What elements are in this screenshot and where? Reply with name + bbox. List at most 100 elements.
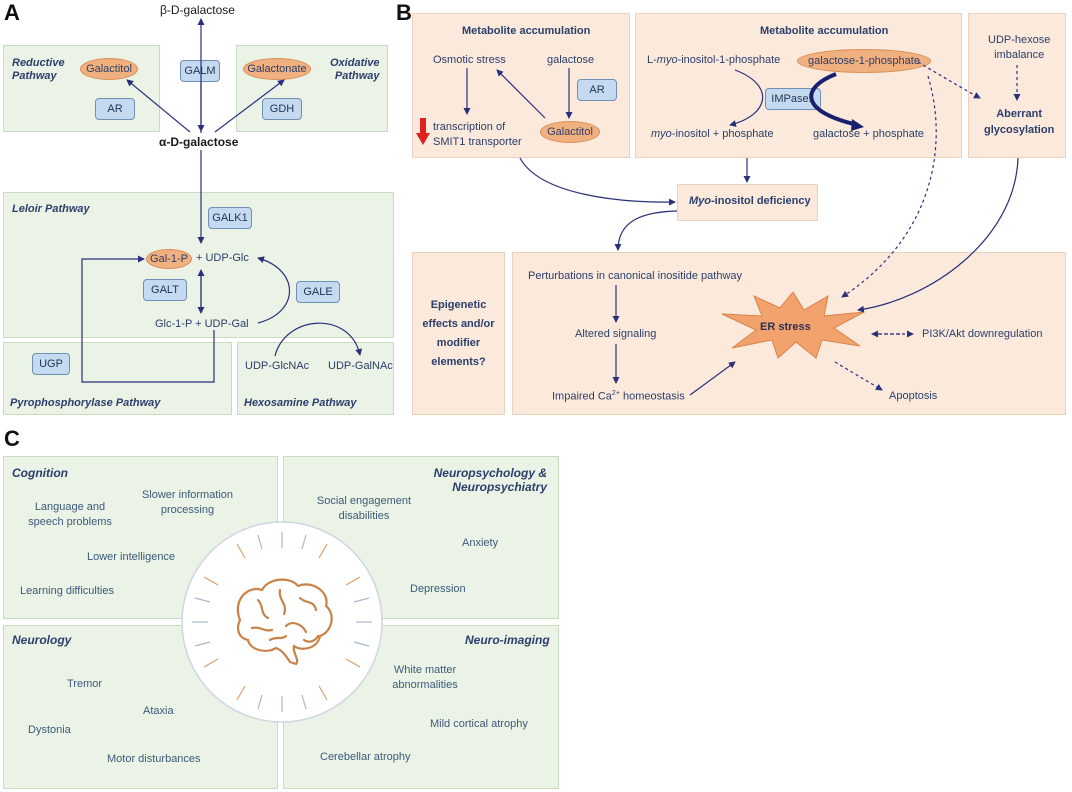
arrow-to-galactonate (214, 79, 285, 133)
udp-hexose-l1: UDP-hexose (988, 34, 1051, 46)
galactose-phosphate-label: galactose + phosphate (813, 128, 925, 140)
ugp-enzyme-box: UGP (32, 353, 70, 375)
oxidative-title-l2: Pathway (334, 70, 380, 82)
cognition-item-intelligence: Lower intelligence (87, 551, 176, 563)
neuroimaging-item-white-matter: White matter abnormalities (392, 664, 458, 691)
oxidative-title-l1: Oxidative (330, 57, 380, 69)
osmotic-stress-label: Osmotic stress (433, 54, 506, 66)
reductive-title: Reductive Pathway (12, 57, 65, 83)
arrow-gale-loop (257, 256, 291, 324)
box2-title: Metabolite accumulation (760, 25, 889, 37)
neurology-title: Neurology (12, 633, 72, 647)
hexosamine-pathway-box (237, 342, 394, 415)
panel-a-letter: A (4, 0, 20, 25)
udp-hexose-label: UDP-hexose imbalance (988, 33, 1050, 63)
l-myo-inositol-label: L-myo-inositol-1-phosphate (647, 54, 780, 66)
beta-galactose-label: β-D-galactose (160, 3, 235, 17)
er-stress-label: ER stress (760, 321, 811, 333)
ar-enzyme-box: AR (95, 98, 135, 120)
arrow-galactitol-to-osmotic (496, 69, 546, 119)
lmi-ital: myo (656, 54, 678, 66)
epigenetic-box (412, 252, 505, 415)
impaired-pre: Impaired Ca (552, 390, 612, 403)
epi-l4: elements? (431, 356, 486, 368)
neuropsych-title-l1: Neuropsychology & (433, 466, 547, 480)
oxidative-title: Oxidative Pathway (330, 57, 380, 83)
epi-l3: modifier (436, 337, 481, 349)
arrow-to-galactitol (126, 79, 191, 133)
hexosamine-title: Hexosamine Pathway (244, 397, 357, 409)
arrow-box1-to-deficiency (519, 157, 676, 206)
er-stress-star-icon (718, 290, 868, 360)
neuropsych-item-social: Social engagement disabilities (316, 495, 412, 522)
apoptosis-label: Apoptosis (889, 390, 938, 402)
myo-inositol-phosphate-label: myo-inositol + phosphate (651, 128, 774, 140)
transcription-label: transcription of SMIT1 transporter (433, 120, 522, 150)
ar-box-b: AR (577, 79, 617, 101)
myo-inositol-deficiency-label: Myo-inositol deficiency (689, 195, 811, 207)
neurology-item-dystonia: Dystonia (28, 724, 71, 736)
arrow-hexosamine (274, 322, 363, 357)
arrow-aberrant-to-er (857, 157, 1019, 313)
aberrant-l2: glycosylation (984, 124, 1055, 136)
galactitol-oval: Galactitol (80, 58, 138, 80)
arrow-gal1p-thick (809, 72, 859, 127)
aberrant-l1: Aberrant (996, 108, 1043, 120)
metabolite-box-2 (635, 13, 962, 158)
transcription-l2: SMIT1 transporter (433, 136, 522, 148)
reductive-title-l1: Reductive (12, 57, 65, 69)
cognition-item-learning: Learning difficulties (20, 585, 114, 597)
pi3k-akt-label: PI3K/Akt downregulation (922, 328, 1043, 340)
galactitol-oval-b: Galactitol (540, 121, 600, 143)
epi-l2: effects and/or (422, 318, 495, 330)
neuroimaging-item-cerebellar: Cerebellar atrophy (320, 751, 411, 763)
neuropsych-title-l2: Neuropsychiatry (452, 480, 547, 494)
arrow-deficiency-to-lower (614, 210, 678, 251)
brain-circle (181, 521, 383, 723)
aberrant-glycosylation-label: Aberrant glycosylation (984, 106, 1054, 138)
arrow-impaired-to-er (689, 361, 736, 396)
galm-enzyme-box: GALM (180, 60, 220, 82)
galt-enzyme-box: GALT (143, 279, 187, 301)
neurology-item-ataxia: Ataxia (143, 705, 174, 717)
epi-l1: Epigenetic (430, 299, 487, 311)
lmi-post: -inositol-1-phosphate (677, 54, 781, 66)
cognition-title: Cognition (12, 466, 68, 480)
neuroimaging-item-cortical: Mild cortical atrophy (430, 718, 528, 730)
box1-title: Metabolite accumulation (462, 25, 591, 37)
leloir-title: Leloir Pathway (12, 203, 90, 215)
neuropsych-item-anxiety: Anxiety (462, 537, 499, 549)
impaired-sup: 2+ (611, 390, 620, 397)
arrow-ugp-loop (81, 255, 215, 383)
gdh-enzyme-box: GDH (262, 98, 302, 120)
deficiency-box (677, 184, 818, 221)
neuroimaging-title: Neuro-imaging (465, 633, 550, 647)
deficiency-ital: Myo (689, 195, 711, 207)
cognition-item-slower: Slower information processing (141, 489, 234, 516)
udp-hexose-l2: imbalance (994, 49, 1045, 61)
epigenetic-label: Epigenetic effects and/or modifier eleme… (412, 296, 505, 372)
galactose-1-phosphate-oval: galactose-1-phosphate (797, 49, 931, 73)
pyrophosphorylase-title: Pyrophosphorylase Pathway (10, 397, 161, 409)
lmi-pre: L- (647, 54, 657, 66)
dashed-er-to-apoptosis (834, 361, 883, 391)
dashed-gal1p-to-aberrant (917, 61, 981, 99)
udp-galnac-label: UDP-GalNAc (328, 360, 393, 372)
neuropsych-item-depression: Depression (410, 583, 466, 595)
deficiency-post: -inositol deficiency (711, 195, 811, 207)
reductive-title-l2: Pathway (12, 70, 57, 82)
neurology-item-tremor: Tremor (67, 678, 103, 690)
red-down-arrow-icon (416, 118, 430, 146)
gal-1-p-oval: Gal-1-P (146, 249, 192, 269)
gale-enzyme-box: GALE (296, 281, 340, 303)
altered-signaling-label: Altered signaling (575, 328, 657, 340)
arrow-myo-inositol (729, 69, 764, 127)
panel-c-letter: C (4, 426, 20, 451)
impase1-box: IMPase1 (765, 88, 821, 110)
neurology-item-motor: Motor disturbances (107, 753, 201, 765)
alpha-galactose-label: α-D-galactose (159, 135, 239, 149)
mi-ital: myo (651, 128, 672, 140)
brain-icon (236, 578, 333, 666)
neuropsych-title: Neuropsychology & Neuropsychiatry (420, 466, 547, 494)
